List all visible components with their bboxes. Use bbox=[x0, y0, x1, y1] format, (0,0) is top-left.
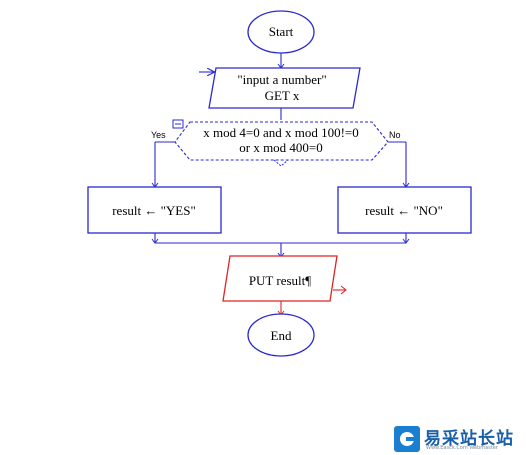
decision-bottom-chevron bbox=[273, 159, 289, 167]
start-label: Start bbox=[269, 24, 294, 39]
result-yes-text: result ← "YES" bbox=[112, 203, 196, 218]
input-line1: "input a number" bbox=[237, 72, 326, 87]
watermark: 易采站长站 Www.Easck.Com Webmaster bbox=[390, 424, 526, 455]
condition-line1: x mod 4=0 and x mod 100!=0 bbox=[203, 125, 359, 140]
output-exit-arrowhead bbox=[340, 285, 347, 295]
easck-logo-icon bbox=[394, 426, 420, 452]
end-label: End bbox=[271, 328, 292, 343]
condition-line2: or x mod 400=0 bbox=[239, 140, 323, 155]
output-node bbox=[222, 255, 338, 302]
watermark-subtitle: Www.Easck.Com Webmaster bbox=[426, 445, 498, 451]
watermark-title: 易采站长站 bbox=[424, 429, 514, 449]
output-label: PUT result¶ bbox=[249, 273, 311, 288]
process-result-yes bbox=[87, 186, 222, 234]
input-line2: GET x bbox=[265, 88, 300, 103]
input-node bbox=[208, 67, 361, 109]
process-result-no bbox=[337, 186, 472, 234]
yes-label: Yes bbox=[151, 130, 166, 140]
result-no-text: result ← "NO" bbox=[365, 203, 443, 218]
end-node bbox=[247, 313, 315, 357]
no-label: No bbox=[389, 130, 401, 140]
